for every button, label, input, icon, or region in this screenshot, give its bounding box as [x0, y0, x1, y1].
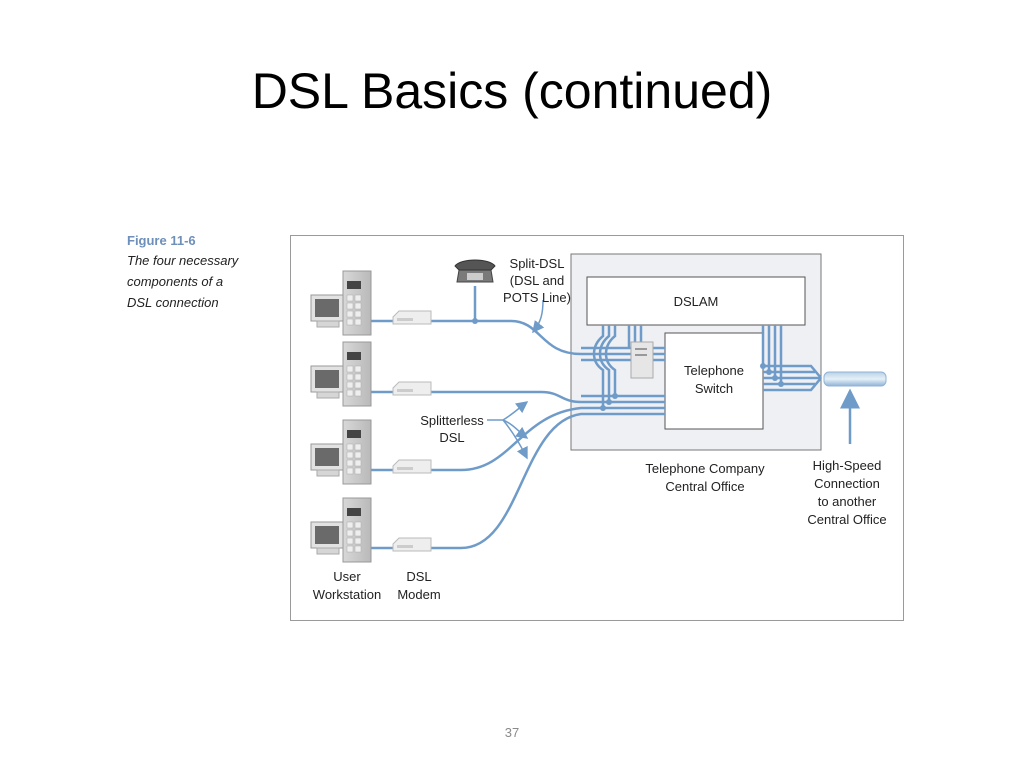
splitterless-line	[431, 412, 665, 550]
telephone-icon	[454, 259, 496, 283]
figure-description-line: DSL connection	[127, 295, 219, 310]
user-workstation-label: User	[333, 569, 361, 584]
dsl-diagram: DSLAM Telephone Switch	[290, 235, 904, 621]
splitterless-callout	[502, 419, 529, 439]
dsl-modem-label: DSL	[406, 569, 431, 584]
junction-dots	[472, 318, 784, 411]
split-dsl-label: (DSL and	[510, 273, 564, 288]
slide-title: DSL Basics (continued)	[251, 63, 773, 119]
split-dsl-callout	[532, 299, 545, 334]
central-office-label: Central Office	[665, 479, 744, 494]
central-office-label: Telephone Company	[645, 461, 765, 476]
splitterless-label: Splitterless	[420, 413, 484, 428]
high-speed-pipe-icon	[823, 371, 887, 387]
dsl-modem-label: Modem	[397, 587, 440, 602]
user-workstation-icon	[310, 270, 372, 336]
split-dsl-line	[431, 319, 665, 356]
dsl-modem-icon	[392, 381, 432, 396]
dsl-modem-icon	[392, 459, 432, 474]
user-workstation-icon	[310, 497, 372, 563]
dsl-modem-icon	[392, 537, 432, 552]
dslam-label: DSLAM	[674, 294, 719, 309]
telephone-switch-label: Telephone	[684, 363, 744, 378]
user-workstation-icon	[310, 419, 372, 485]
high-speed-label: Central Office	[807, 512, 886, 527]
workstations	[310, 270, 432, 563]
figure-number: Figure 11-6	[127, 233, 196, 248]
dsl-modem-icon	[392, 310, 432, 325]
high-speed-label: High-Speed	[813, 458, 882, 473]
high-speed-label: Connection	[814, 476, 880, 491]
user-workstation-icon	[310, 341, 372, 407]
splitterless-label: DSL	[439, 430, 464, 445]
splitterless-callout	[487, 401, 529, 421]
server-icon	[630, 341, 654, 379]
figure-caption: Figure 11-6 The four necessary component…	[127, 232, 277, 313]
figure-description-line: The four necessary	[127, 253, 239, 268]
splitterless-line	[431, 390, 665, 404]
figure-description-line: components of a	[127, 274, 224, 289]
connection-lines	[371, 286, 860, 550]
split-dsl-label: POTS Line)	[503, 290, 571, 305]
split-dsl-label: Split-DSL	[510, 256, 565, 271]
dsl-diagram-canvas: DSLAM Telephone Switch	[310, 253, 887, 602]
page-number: 37	[504, 725, 520, 740]
dslam-box	[586, 276, 806, 326]
telephone-switch-box	[664, 332, 764, 430]
high-speed-label: to another	[818, 494, 877, 509]
splitterless-callout	[502, 419, 528, 460]
user-workstation-label: Workstation	[313, 587, 381, 602]
telephone-switch-label: Switch	[695, 381, 733, 396]
